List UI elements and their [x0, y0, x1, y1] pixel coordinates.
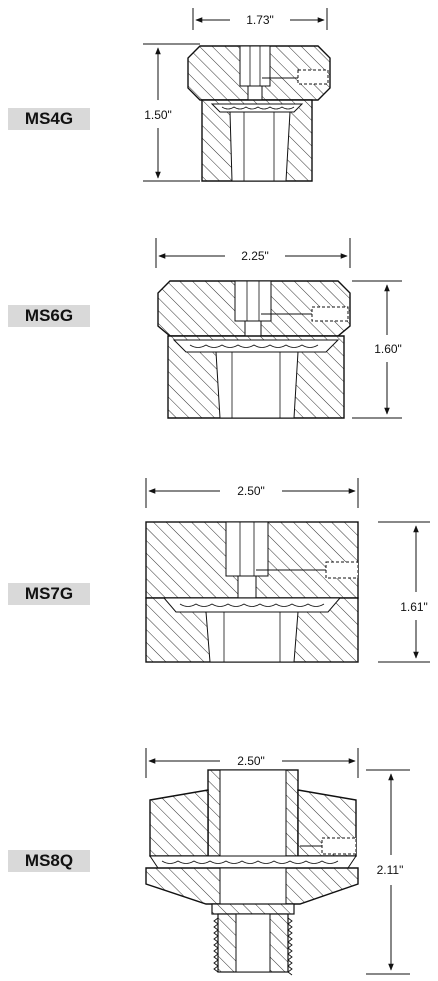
width-dim-ms8q: 2.50" [237, 754, 265, 768]
width-dim-ms6g: 2.25" [241, 249, 269, 263]
drawing-ms4g: 1.73" 1.50" [143, 8, 331, 182]
height-dim-ms4g: 1.50" [144, 108, 172, 122]
model-label-ms4g: MS4G [8, 108, 90, 130]
width-dim-ms7g: 2.50" [237, 484, 265, 498]
drawing-ms8q: 2.50" 2.11" [145, 748, 410, 976]
width-dim-ms4g: 1.73" [246, 13, 274, 27]
height-dim-ms6g: 1.60" [374, 342, 402, 356]
drawing-ms6g: 2.25" 1.60" [155, 238, 402, 419]
height-dim-ms8q: 2.11" [377, 863, 404, 877]
model-label-ms8q: MS8Q [8, 850, 90, 872]
height-dim-ms7g: 1.61" [400, 600, 428, 614]
model-label-ms6g: MS6G [8, 305, 90, 327]
model-label-ms7g: MS7G [8, 583, 90, 605]
drawing-ms7g: 2.50" 1.61" [145, 478, 430, 663]
